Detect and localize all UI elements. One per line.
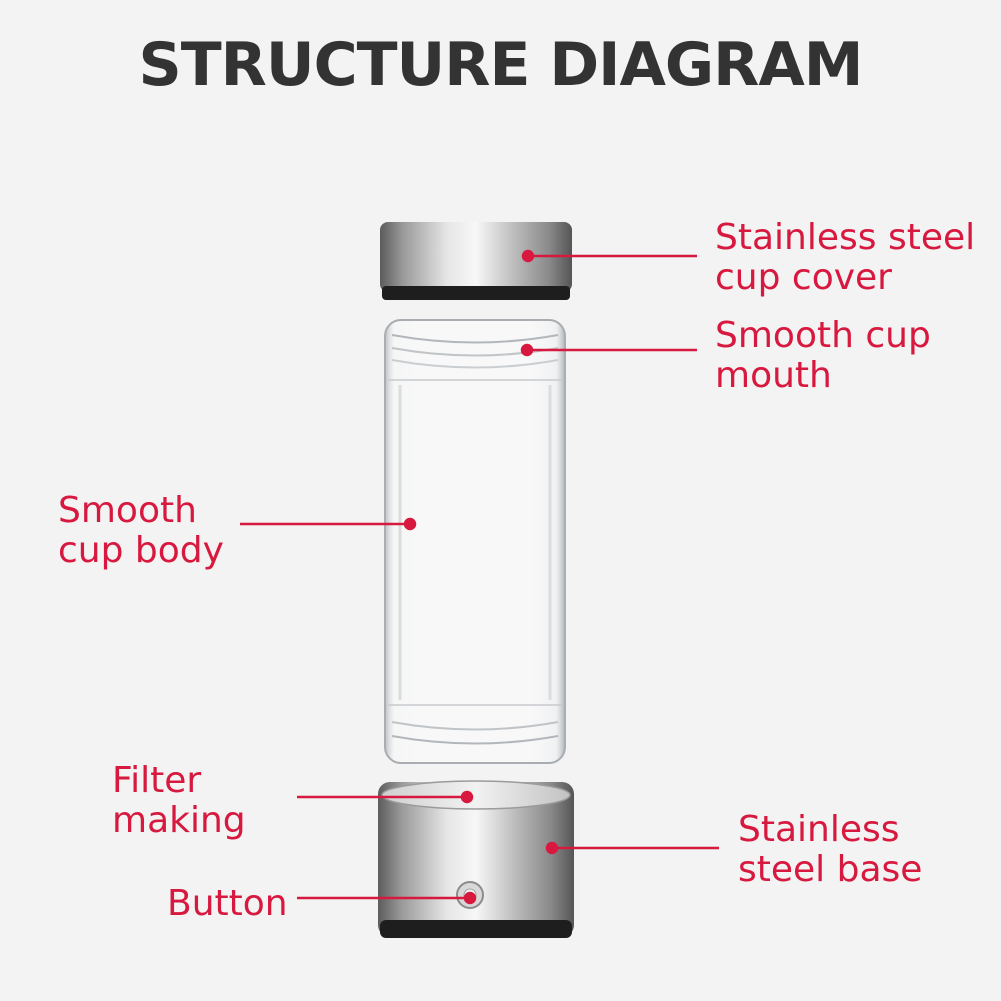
body-pointer-dot [403,517,417,531]
glass-body [384,319,566,764]
label-filter: Filter making [112,760,246,841]
diagram-title: STRUCTURE DIAGRAM [138,30,864,100]
filter-pointer-dot [460,790,474,804]
base-pointer-dot [545,841,559,855]
cover-pointer-dot [521,249,535,263]
label-steel-base: Stainless steel base [738,809,923,890]
label-cup-mouth: Smooth cup mouth [715,315,931,396]
button-pointer-dot [463,891,477,905]
cup-cover [380,222,572,300]
steel-base [378,780,574,938]
label-button: Button [167,883,288,924]
label-cup-body: Smooth cup body [58,490,224,571]
label-cup-cover: Stainless steel cup cover [715,217,976,298]
mouth-pointer-dot [520,343,534,357]
